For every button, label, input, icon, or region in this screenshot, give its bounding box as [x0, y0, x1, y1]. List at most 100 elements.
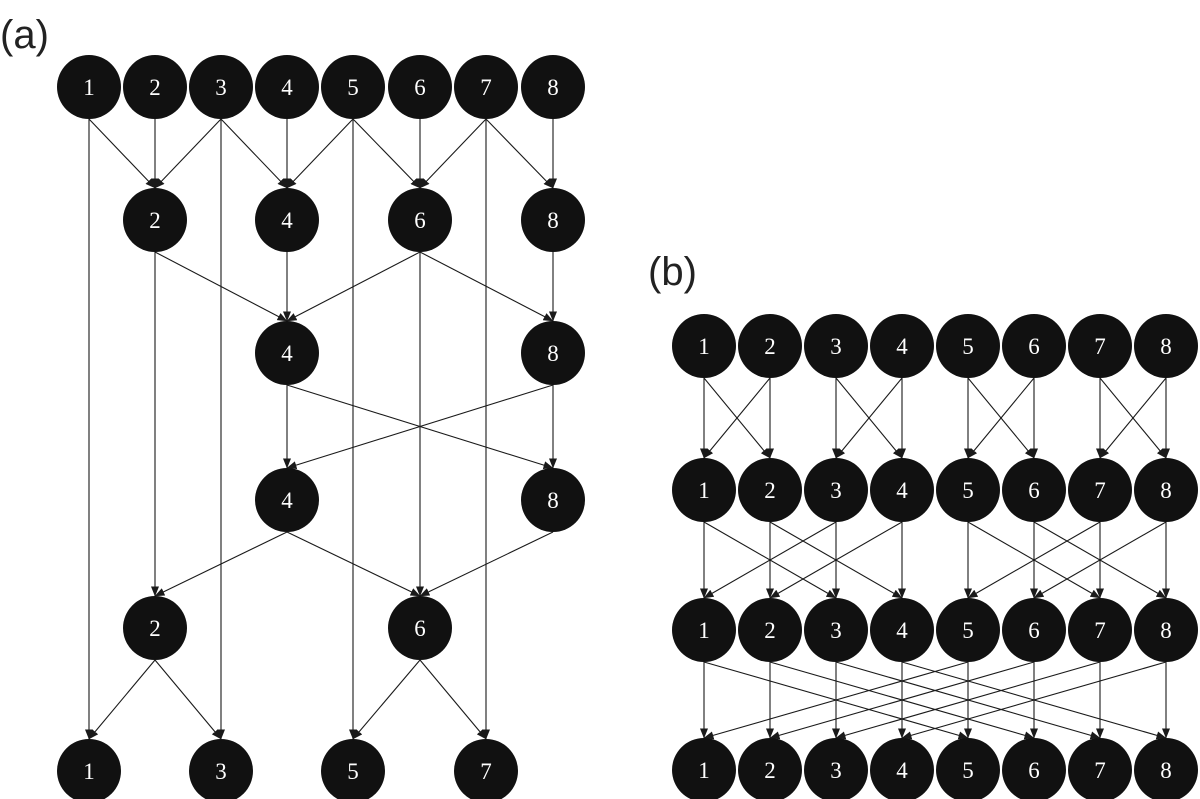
- panel-b-label: (b): [648, 250, 697, 294]
- node-label: 2: [764, 618, 776, 643]
- node-a-layer0-6: 6: [388, 55, 452, 119]
- edge-b-s0-4-to-3: [835, 377, 903, 459]
- node-circle: [321, 739, 385, 799]
- edge-a-0.3-to-1.2: [154, 118, 222, 189]
- node-circle: [870, 314, 934, 378]
- node-circle: [738, 314, 802, 378]
- node-circle: [255, 468, 319, 532]
- node-b-layer0-3: 3: [804, 314, 868, 378]
- edge-b-s0-8-to-7: [1099, 377, 1167, 459]
- node-b-layer1-7: 7: [1068, 458, 1132, 522]
- node-b-layer0-5: 5: [936, 314, 1000, 378]
- node-circle: [870, 458, 934, 522]
- node-b-layer3-5: 5: [936, 738, 1000, 799]
- node-circle: [255, 321, 319, 385]
- node-label: 4: [281, 75, 293, 100]
- node-b-layer2-3: 3: [804, 598, 868, 662]
- node-a-layer3-4: 4: [255, 468, 319, 532]
- node-label: 2: [149, 616, 161, 641]
- node-a-layer5-3: 3: [189, 739, 253, 799]
- node-b-layer0-2: 2: [738, 314, 802, 378]
- edge-b-s2-8-to-4: [901, 661, 1167, 740]
- node-circle: [1068, 458, 1132, 522]
- edge-b-s2-7-to-3: [835, 661, 1101, 740]
- node-b-layer2-5: 5: [936, 598, 1000, 662]
- node-label: 7: [480, 759, 492, 784]
- node-a-layer5-1: 1: [57, 739, 121, 799]
- node-circle: [521, 188, 585, 252]
- node-b-layer3-2: 2: [738, 738, 802, 799]
- node-label: 5: [347, 759, 359, 784]
- node-b-layer3-7: 7: [1068, 738, 1132, 799]
- node-label: 4: [281, 341, 293, 366]
- panel-b-edges: [700, 377, 1170, 740]
- node-label: 4: [896, 478, 908, 503]
- node-b-layer3-8: 8: [1134, 738, 1198, 799]
- node-circle: [1002, 314, 1066, 378]
- node-circle: [454, 739, 518, 799]
- node-b-layer1-8: 8: [1134, 458, 1198, 522]
- edge-a-4.2-to-5.3: [154, 659, 222, 740]
- node-label: 1: [698, 758, 710, 783]
- node-label: 6: [414, 616, 426, 641]
- node-label: 2: [149, 75, 161, 100]
- node-label: 6: [1028, 618, 1040, 643]
- node-circle: [1002, 598, 1066, 662]
- node-label: 5: [962, 618, 974, 643]
- node-label: 7: [1094, 618, 1106, 643]
- node-circle: [388, 55, 452, 119]
- node-label: 3: [830, 618, 842, 643]
- panel-a-label: (a): [0, 13, 49, 57]
- node-label: 1: [698, 478, 710, 503]
- node-circle: [1134, 598, 1198, 662]
- node-a-layer0-1: 1: [57, 55, 121, 119]
- node-label: 1: [83, 75, 95, 100]
- node-circle: [672, 598, 736, 662]
- node-circle: [1002, 738, 1066, 799]
- edge-b-s0-6-to-5: [967, 377, 1035, 459]
- node-b-layer3-1: 1: [672, 738, 736, 799]
- node-label: 3: [215, 75, 227, 100]
- node-circle: [123, 188, 187, 252]
- node-circle: [804, 598, 868, 662]
- node-a-layer5-7: 7: [454, 739, 518, 799]
- node-circle: [388, 596, 452, 660]
- edge-b-s0-2-to-1: [703, 377, 771, 459]
- node-circle: [388, 188, 452, 252]
- node-label: 8: [1160, 758, 1172, 783]
- node-label: 8: [547, 75, 559, 100]
- node-label: 2: [764, 758, 776, 783]
- node-circle: [870, 738, 934, 799]
- node-a-layer1-2: 2: [123, 188, 187, 252]
- node-label: 4: [281, 488, 293, 513]
- node-label: 3: [830, 334, 842, 359]
- node-circle: [738, 598, 802, 662]
- node-label: 1: [698, 618, 710, 643]
- node-label: 5: [962, 334, 974, 359]
- node-label: 6: [1028, 758, 1040, 783]
- node-label: 5: [962, 758, 974, 783]
- node-b-layer1-3: 3: [804, 458, 868, 522]
- node-label: 6: [414, 208, 426, 233]
- node-circle: [189, 739, 253, 799]
- node-circle: [255, 188, 319, 252]
- node-a-layer3-8: 8: [521, 468, 585, 532]
- node-circle: [936, 738, 1000, 799]
- node-label: 4: [896, 618, 908, 643]
- node-b-layer3-6: 6: [1002, 738, 1066, 799]
- edge-b-s2-5-to-1: [703, 661, 969, 740]
- node-label: 6: [414, 75, 426, 100]
- node-circle: [804, 738, 868, 799]
- node-circle: [521, 321, 585, 385]
- edge-a-4.2-to-5.1: [88, 659, 156, 740]
- node-label: 2: [764, 334, 776, 359]
- node-b-layer2-4: 4: [870, 598, 934, 662]
- edge-a-4.6-to-5.7: [419, 659, 487, 740]
- node-b-layer0-7: 7: [1068, 314, 1132, 378]
- node-circle: [738, 738, 802, 799]
- node-circle: [521, 55, 585, 119]
- node-label: 7: [1094, 758, 1106, 783]
- node-a-layer1-4: 4: [255, 188, 319, 252]
- edge-b-s1-7-to-5: [967, 521, 1101, 599]
